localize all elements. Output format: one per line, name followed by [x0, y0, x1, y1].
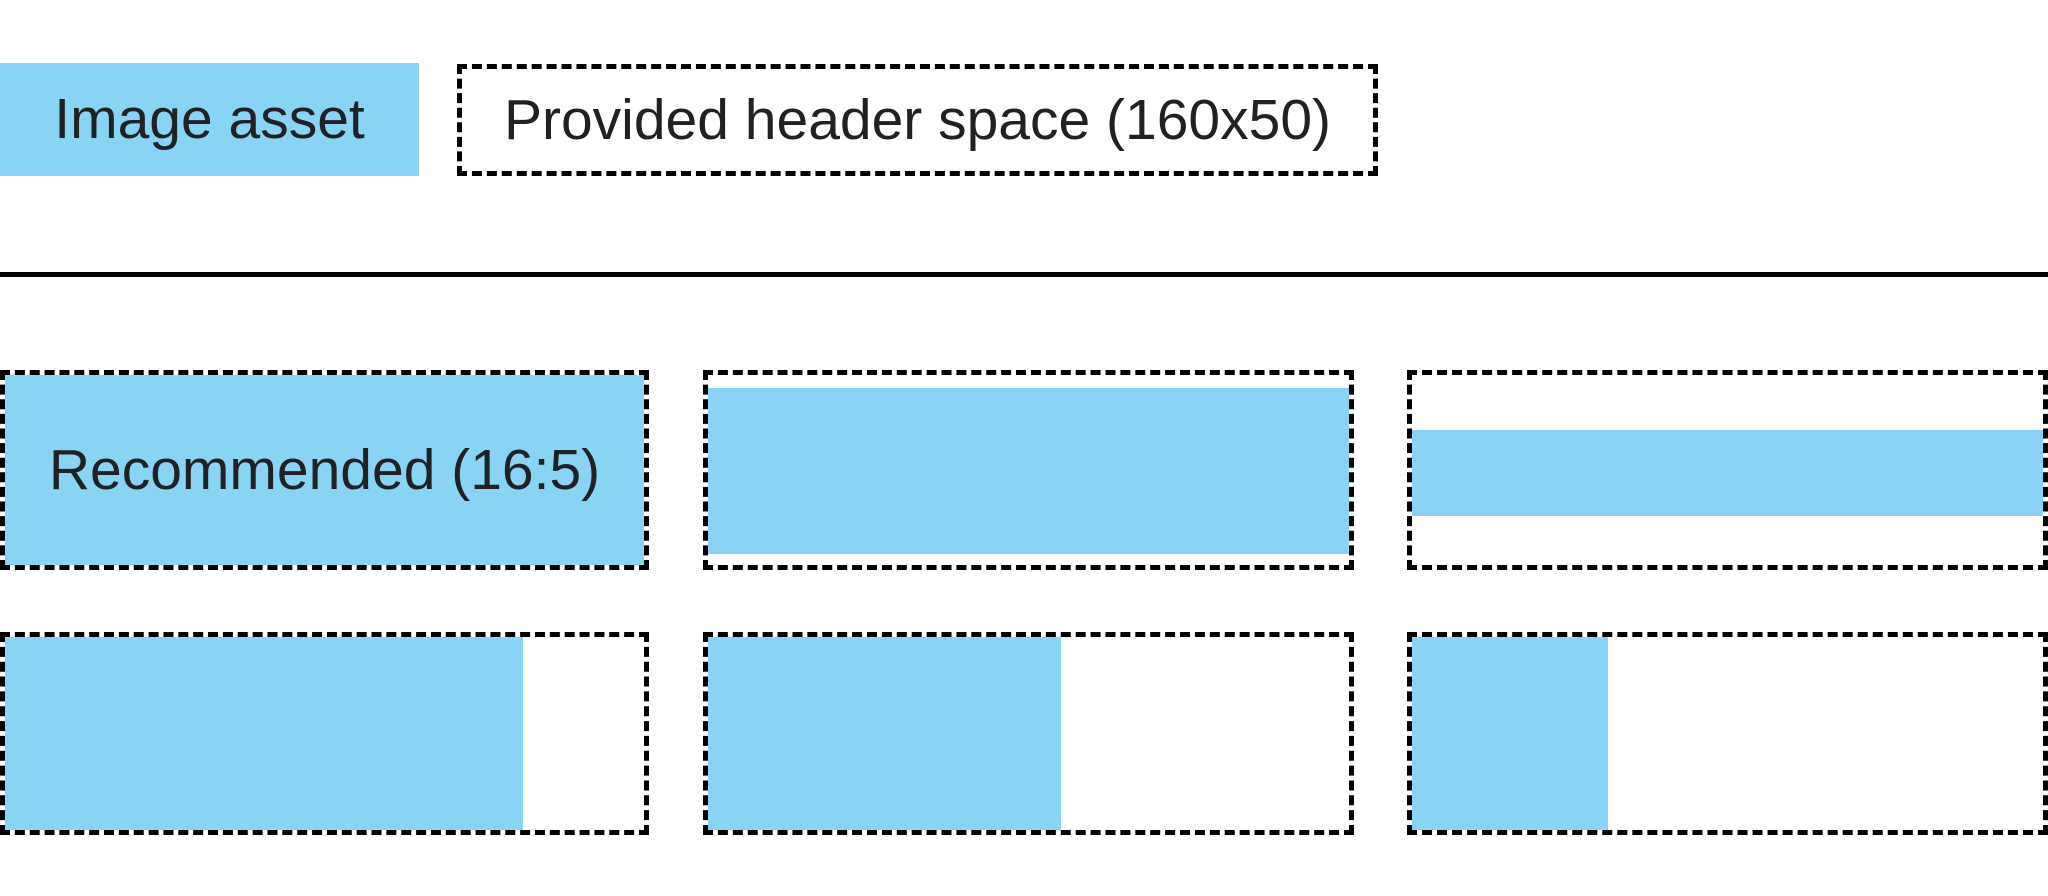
example-box-tall-asset-81	[0, 632, 649, 835]
example-box-recommended: Recommended (16:5)	[0, 370, 649, 570]
example-box-tall-asset-55	[703, 632, 1354, 835]
image-asset-label: Image asset	[54, 87, 365, 151]
recommended-label: Recommended (16:5)	[48, 437, 601, 502]
image-asset-fill	[708, 388, 1349, 554]
image-asset-fill	[5, 637, 523, 830]
provided-header-space-box: Provided header space (160x50)	[457, 64, 1378, 176]
image-asset-fill	[1412, 430, 2043, 516]
image-asset-fill	[1412, 637, 1608, 830]
image-asset-swatch: Image asset	[0, 63, 419, 176]
example-box-tall-asset-31	[1407, 632, 2048, 835]
example-box-wide-asset	[703, 370, 1354, 570]
image-asset-fill	[708, 637, 1061, 830]
provided-header-space-label: Provided header space (160x50)	[503, 87, 1332, 152]
image-asset-fill	[5, 375, 644, 565]
example-box-ultrawide-asset	[1407, 370, 2048, 570]
divider-line	[0, 272, 2048, 277]
